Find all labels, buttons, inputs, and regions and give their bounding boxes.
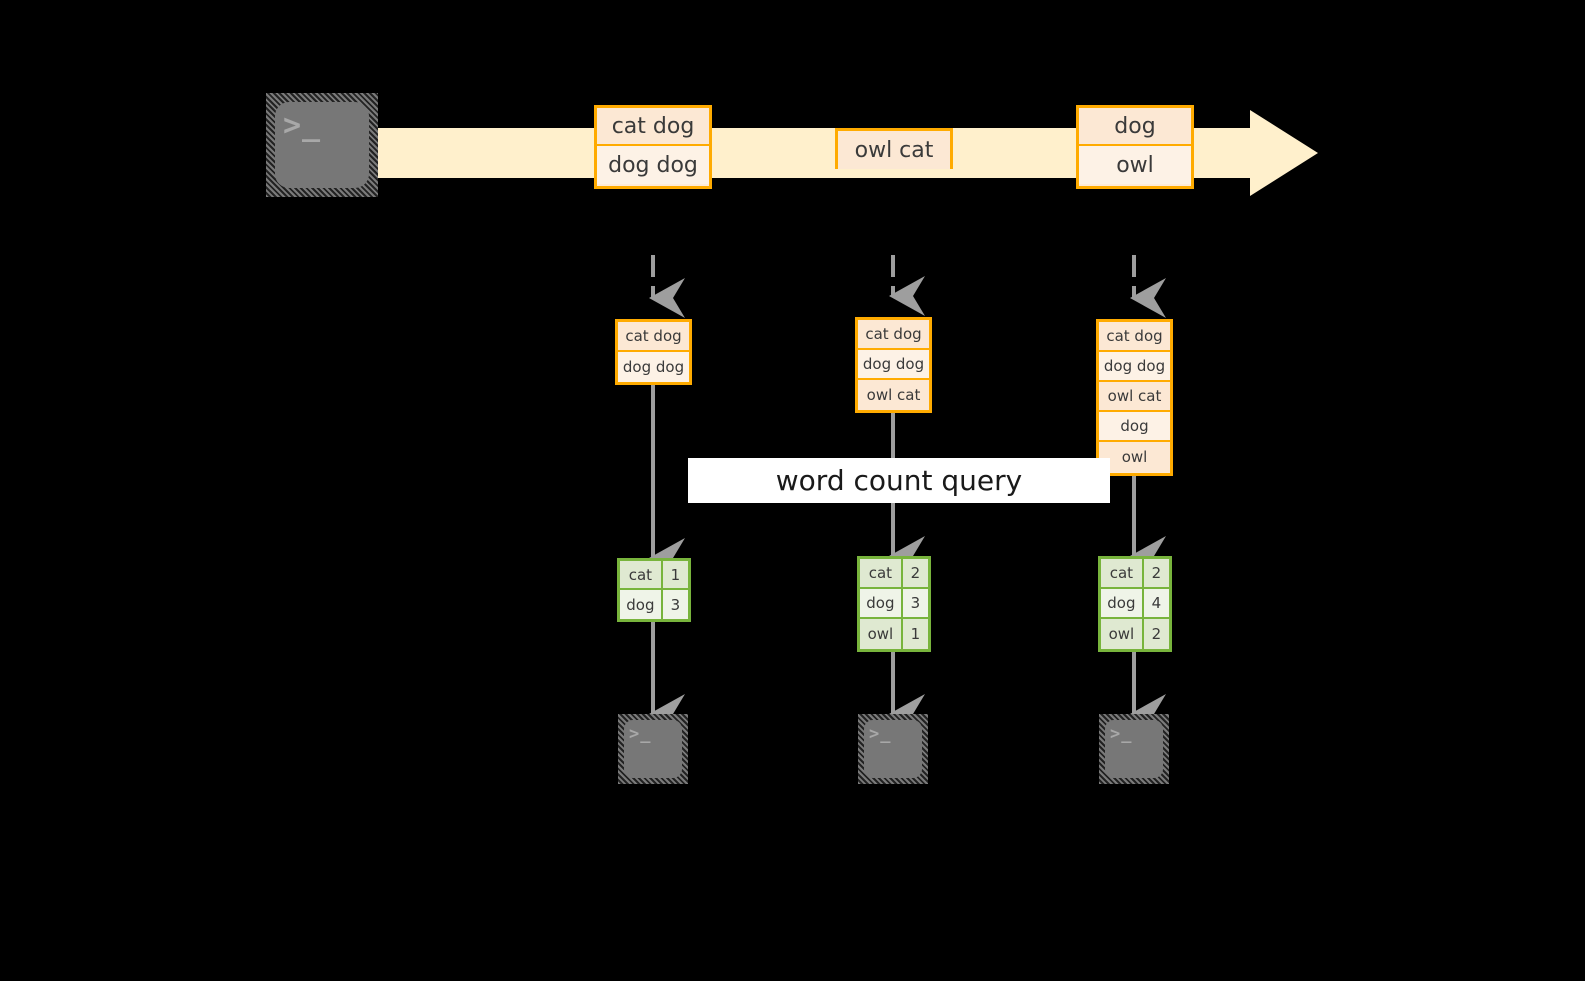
- view-line: dog dog: [1099, 352, 1170, 382]
- result-word: owl: [860, 619, 903, 649]
- view-line: dog dog: [618, 352, 689, 382]
- view-line: cat dog: [858, 320, 929, 350]
- terminal-prompt-glyph: >_: [1110, 724, 1133, 744]
- terminal-screen: [1105, 720, 1163, 778]
- materialized-view-3: cat dog dog dog owl cat dog owl: [1096, 319, 1173, 476]
- stream-event-line: owl cat: [838, 131, 950, 169]
- result-count: 2: [1143, 559, 1169, 587]
- stream-event-line: dog dog: [597, 146, 709, 184]
- sink-terminal-icon-3: >_: [1099, 714, 1169, 784]
- stream-event-1: cat dog dog dog: [594, 105, 712, 189]
- table-row: owl 1: [860, 619, 928, 649]
- table-row: dog 4: [1101, 589, 1169, 619]
- terminal-prompt-glyph: >_: [629, 724, 652, 744]
- stream-event-2: owl cat: [835, 128, 953, 169]
- view-line: owl cat: [858, 380, 929, 410]
- view-line: dog: [1099, 412, 1170, 442]
- result-table-2: cat 2 dog 3 owl 1: [857, 556, 931, 652]
- terminal-screen: [275, 102, 369, 188]
- view-line: cat dog: [1099, 322, 1170, 352]
- view-line: owl: [1099, 442, 1170, 472]
- table-row: dog 3: [620, 590, 688, 619]
- view-line: cat dog: [618, 322, 689, 352]
- stream-event-line: dog: [1079, 108, 1191, 146]
- sink-terminal-icon-2: >_: [858, 714, 928, 784]
- result-word: dog: [860, 589, 903, 617]
- result-word: dog: [620, 590, 663, 619]
- result-word: cat: [620, 561, 663, 589]
- materialized-view-1: cat dog dog dog: [615, 319, 692, 385]
- result-word: owl: [1101, 619, 1144, 649]
- result-count: 2: [902, 559, 928, 587]
- materialized-view-2: cat dog dog dog owl cat: [855, 317, 932, 413]
- result-count: 4: [1143, 589, 1169, 617]
- result-count: 1: [902, 619, 928, 649]
- terminal-screen: [624, 720, 682, 778]
- stream-event-line: cat dog: [597, 108, 709, 146]
- result-word: cat: [1101, 559, 1144, 587]
- result-count: 2: [1143, 619, 1169, 649]
- table-row: dog 3: [860, 589, 928, 619]
- terminal-prompt-glyph: >_: [283, 108, 322, 143]
- view-line: dog dog: [858, 350, 929, 380]
- terminal-prompt-glyph: >_: [869, 724, 892, 744]
- terminal-screen: [864, 720, 922, 778]
- stream-event-3: dog owl: [1076, 105, 1194, 189]
- table-row: owl 2: [1101, 619, 1169, 649]
- table-row: cat 2: [1101, 559, 1169, 589]
- table-row: cat 1: [620, 561, 688, 591]
- sink-terminal-icon-1: >_: [618, 714, 688, 784]
- result-count: 3: [902, 589, 928, 617]
- result-count: 3: [662, 590, 688, 619]
- result-table-1: cat 1 dog 3: [617, 558, 691, 622]
- query-label: word count query: [688, 458, 1110, 503]
- result-word: dog: [1101, 589, 1144, 617]
- result-table-3: cat 2 dog 4 owl 2: [1098, 556, 1172, 652]
- result-word: cat: [860, 559, 903, 587]
- stream-event-line: owl: [1079, 146, 1191, 184]
- result-count: 1: [662, 561, 688, 589]
- table-row: cat 2: [860, 559, 928, 589]
- view-line: owl cat: [1099, 382, 1170, 412]
- source-terminal-icon: >_: [266, 93, 378, 197]
